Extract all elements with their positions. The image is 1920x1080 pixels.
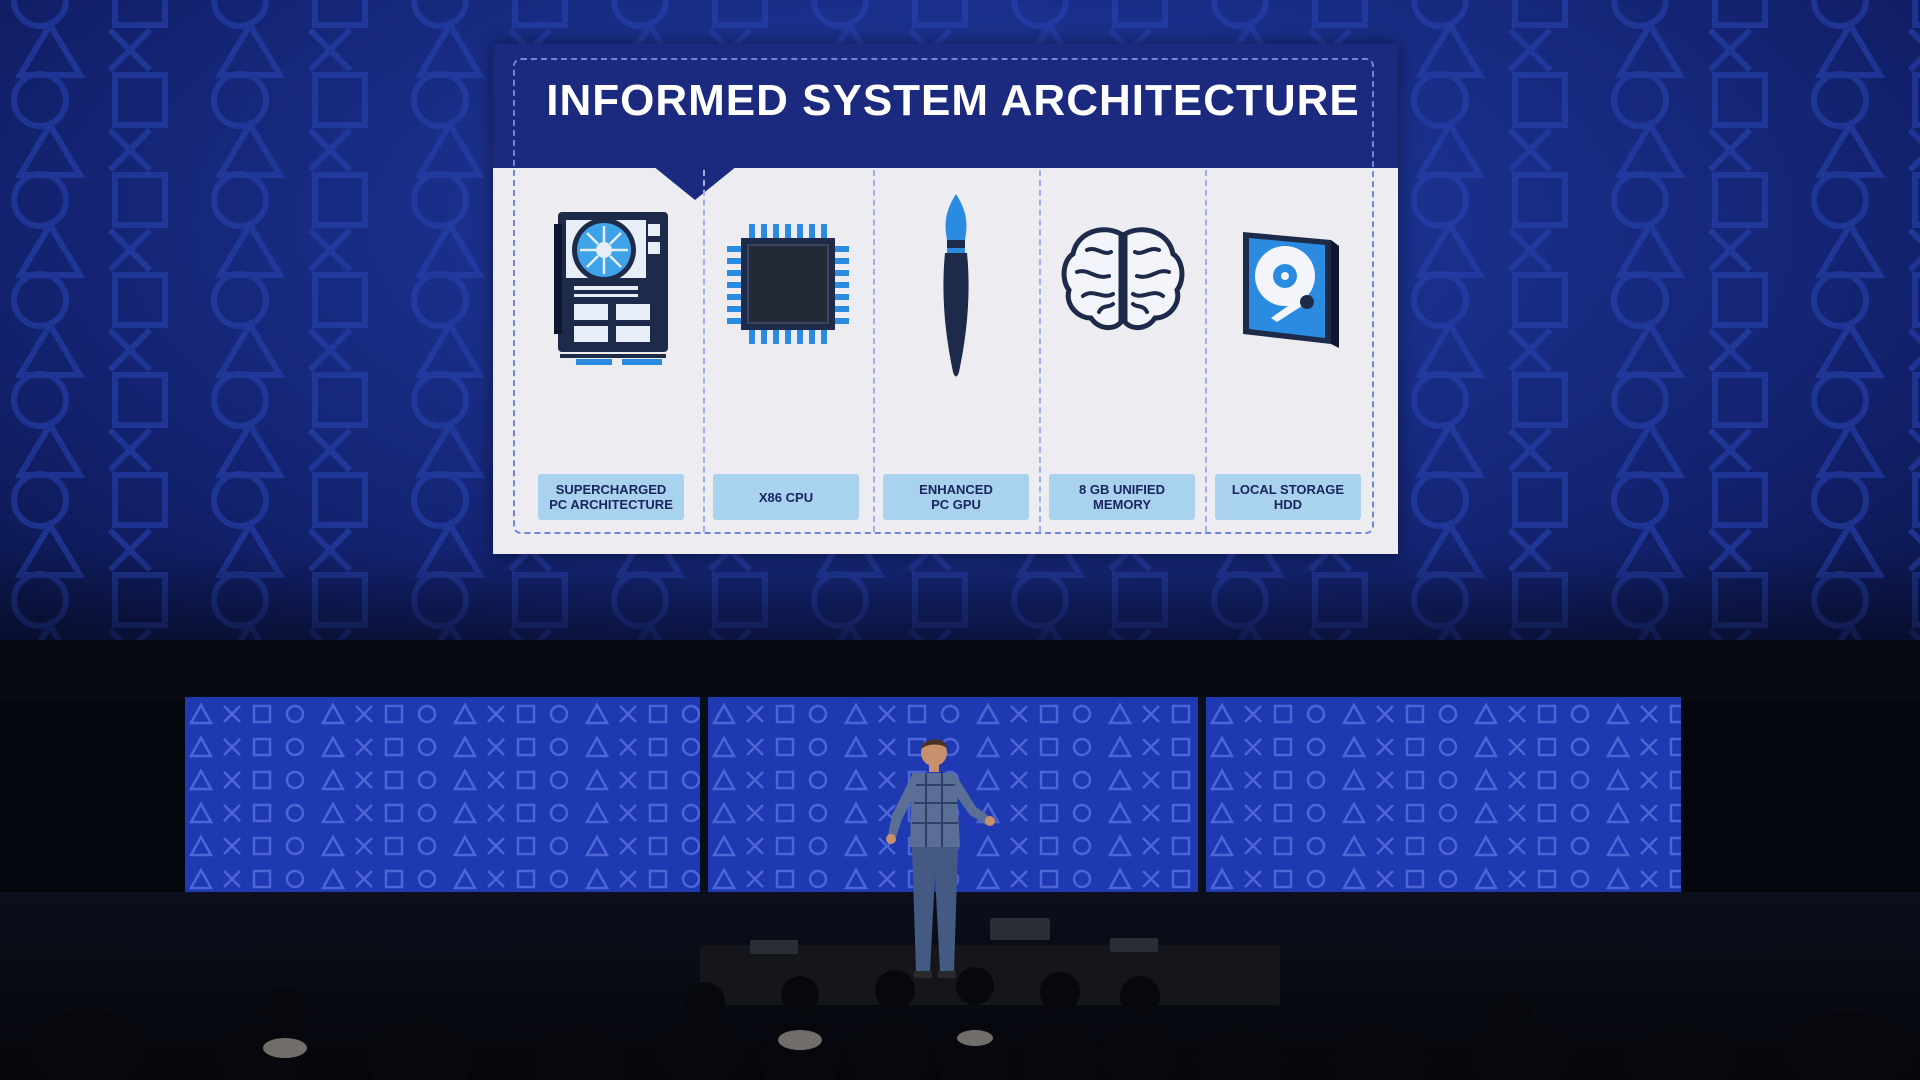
stage-monitor xyxy=(990,918,1050,940)
brain-icon xyxy=(1047,184,1197,384)
label-cpu: X86 CPU xyxy=(713,474,859,520)
panel-gap xyxy=(1198,697,1206,892)
slide-header xyxy=(493,44,1398,168)
label-pc-architecture: SUPERCHARGED PC ARCHITECTURE xyxy=(538,474,684,520)
label-memory: 8 GB UNIFIED MEMORY xyxy=(1049,474,1195,520)
slide-column-cpu: X86 CPU xyxy=(703,184,869,524)
stage-wall xyxy=(0,640,1920,700)
panel-gap xyxy=(700,697,708,892)
column-divider xyxy=(1039,170,1041,532)
slide-title: INFORMED SYSTEM ARCHITECTURE xyxy=(546,76,1360,125)
graphics-card-icon xyxy=(536,184,686,384)
audience-silhouettes xyxy=(30,967,1920,1080)
slide-column-memory: 8 GB UNIFIED MEMORY xyxy=(1039,184,1205,524)
column-divider xyxy=(703,170,705,532)
hard-drive-icon xyxy=(1213,184,1363,384)
presenter xyxy=(886,739,995,978)
projection-screen: INFORMED SYSTEM ARCHITECTURE xyxy=(0,0,1920,640)
presentation-slide: INFORMED SYSTEM ARCHITECTURE xyxy=(493,44,1398,554)
column-divider xyxy=(873,170,875,532)
stage-led-panel-left xyxy=(185,697,700,892)
slide-header-notch xyxy=(653,166,737,200)
column-divider xyxy=(1205,170,1207,532)
label-gpu: ENHANCED PC GPU xyxy=(883,474,1029,520)
slide-column-gpu: ENHANCED PC GPU xyxy=(873,184,1039,524)
stage-monitor xyxy=(750,940,798,954)
stage-monitor xyxy=(1110,938,1158,952)
cpu-chip-icon xyxy=(711,184,861,384)
label-storage: LOCAL STORAGE HDD xyxy=(1215,474,1361,520)
paintbrush-icon xyxy=(881,184,1031,384)
slide-column-storage: LOCAL STORAGE HDD xyxy=(1205,184,1371,524)
screen-shadow xyxy=(0,550,1920,640)
stage-led-panel-right xyxy=(1206,697,1681,892)
slide-column-pc-architecture: SUPERCHARGED PC ARCHITECTURE xyxy=(528,184,694,524)
